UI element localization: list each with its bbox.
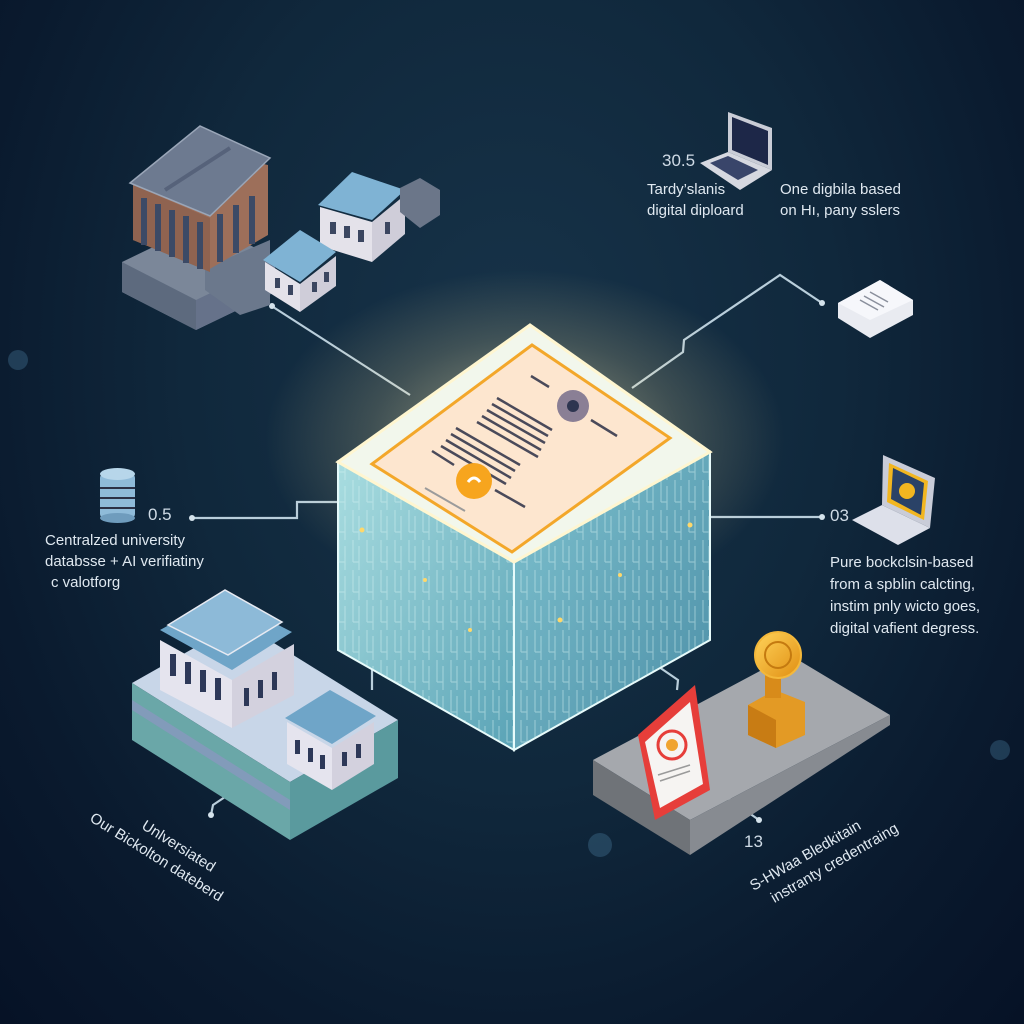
right-laptop-illustration bbox=[852, 455, 935, 545]
left-database-illustration bbox=[100, 468, 135, 523]
center-blockchain-cube bbox=[265, 270, 785, 752]
node-caption: Centralzed university databsse + AI veri… bbox=[45, 530, 204, 593]
caption-line: c valotforg bbox=[51, 574, 121, 591]
node-number: 0.5 bbox=[148, 505, 172, 524]
caption-line: Centralzed university bbox=[45, 532, 186, 549]
caption-line: databsse + AI verifiatiny bbox=[45, 553, 204, 570]
right-document-illustration bbox=[838, 280, 913, 338]
node-number: 13 bbox=[744, 832, 763, 851]
caption-line: Pure bockclsin-based bbox=[830, 554, 974, 571]
top-left-campus-illustration bbox=[122, 125, 440, 330]
node-number: 30.5 bbox=[662, 151, 696, 170]
top-right-laptop-illustration bbox=[700, 112, 772, 190]
bottom-left-campus-illustration bbox=[132, 589, 398, 840]
node-caption-left: Tardy’slanis digital diploard bbox=[647, 179, 744, 221]
caption-line: Tardy’slanis bbox=[647, 181, 726, 198]
caption-line: One digbila based bbox=[780, 181, 901, 198]
bottom-right-award-illustration bbox=[593, 631, 890, 855]
node-number: 03 bbox=[830, 506, 849, 525]
node-caption-right: One digbila based on Hı, pany sslers bbox=[780, 179, 901, 221]
caption-line: digital diploard bbox=[647, 202, 744, 219]
caption-line: digital vafient degress. bbox=[830, 620, 980, 637]
caption-line: instim pnly wicto goes, bbox=[830, 598, 981, 615]
node-caption: Pure bockclsin-based from a spblin calct… bbox=[830, 552, 980, 640]
caption-line: from a spblin calcting, bbox=[830, 576, 976, 593]
caption-line: on Hı, pany sslers bbox=[780, 202, 901, 219]
